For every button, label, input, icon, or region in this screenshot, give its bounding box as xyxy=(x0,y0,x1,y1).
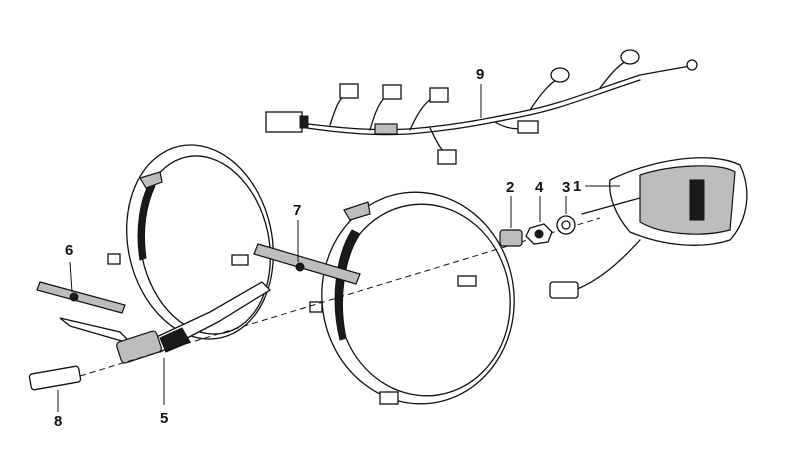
callout-1: 1 xyxy=(573,178,581,195)
wiper-blade-left xyxy=(36,261,126,314)
wiper-arm xyxy=(59,281,272,405)
callout-labels: 1 2 3 4 5 6 7 8 9 xyxy=(54,66,581,430)
bushing xyxy=(499,196,523,247)
callout-2: 2 xyxy=(506,179,514,196)
left-headlamp-ring xyxy=(107,144,274,340)
wiper-motor xyxy=(549,157,748,299)
callout-4: 4 xyxy=(535,179,544,196)
right-headlamp-ring xyxy=(309,191,515,405)
callout-5: 5 xyxy=(160,410,168,427)
pin xyxy=(28,365,82,412)
callout-8: 8 xyxy=(54,413,62,430)
callout-9: 9 xyxy=(476,66,484,83)
wiring-harness xyxy=(265,49,698,165)
callout-6: 6 xyxy=(65,242,73,259)
callout-7: 7 xyxy=(293,202,301,219)
callout-3: 3 xyxy=(562,179,570,196)
nut xyxy=(525,196,553,245)
wiper-blade-right xyxy=(253,220,361,285)
toothed-washer xyxy=(556,196,576,235)
